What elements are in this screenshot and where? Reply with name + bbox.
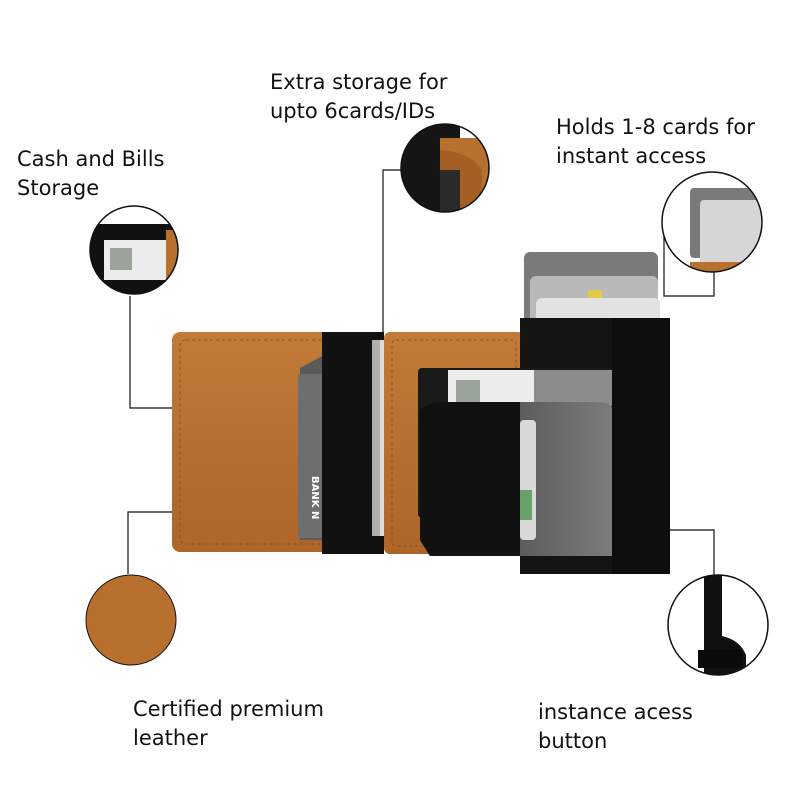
magnifier-leather (85, 574, 177, 666)
callout-button-line1: instance acess (538, 700, 693, 724)
callout-button-line2: button (538, 729, 608, 753)
holder-front-strap (612, 318, 670, 574)
callout-button: instance acess button (538, 698, 693, 756)
callout-cash-bills: Cash and Bills Storage (17, 145, 165, 203)
connector-holds-cards (663, 224, 715, 297)
magnifier-extra-storage (400, 123, 490, 213)
magnifier-cash (89, 205, 179, 295)
callout-cash-bills-line1: Cash and Bills (17, 147, 165, 171)
callout-leather-line2: leather (133, 726, 208, 750)
callout-extra-storage-line1: Extra storage for (270, 70, 448, 94)
callout-holds-cards: Holds 1-8 cards for instant access (556, 113, 755, 171)
callout-extra-storage: Extra storage for upto 6cards/IDs (270, 68, 447, 126)
callout-leather: Certified premium leather (133, 695, 324, 753)
callout-leather-line1: Certified premium (133, 697, 324, 721)
connector-button (666, 529, 715, 575)
callout-holds-cards-line2: instant access (556, 144, 707, 168)
magnifier-cards (661, 171, 763, 273)
callout-holds-cards-line1: Holds 1-8 cards for (556, 115, 755, 139)
callout-cash-bills-line2: Storage (17, 176, 100, 200)
connector-extra-storage (382, 169, 401, 390)
callout-extra-storage-line2: upto 6cards/IDs (270, 99, 436, 123)
magnifier-button (667, 574, 769, 676)
metal-card-case (420, 401, 614, 556)
card-print-text: BANK N (309, 476, 320, 519)
